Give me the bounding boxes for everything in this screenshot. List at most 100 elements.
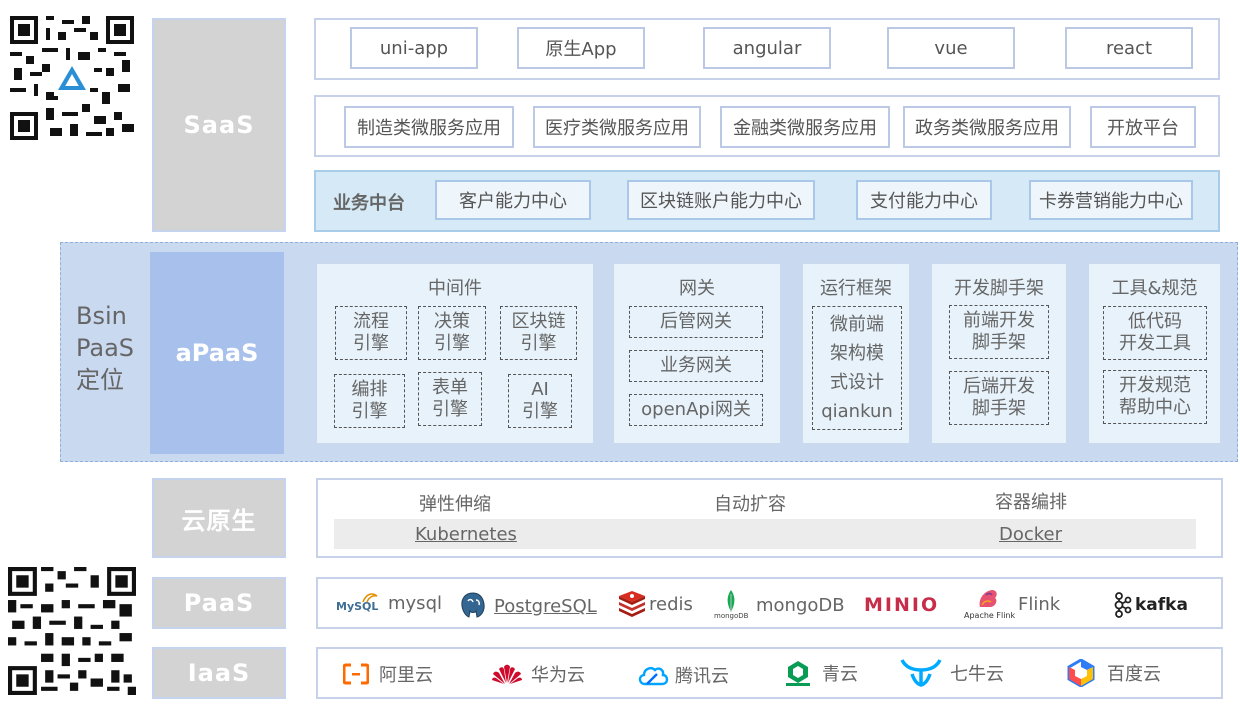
- orchestration-engine-l1: 编排: [351, 379, 388, 400]
- process-engine: 流程引擎: [335, 306, 407, 360]
- auto-scale-out-label: 自动扩容: [714, 494, 786, 515]
- qr-code-bottom: [8, 567, 136, 695]
- low-code-tools-l2: 开发工具: [1119, 333, 1191, 354]
- tools-title: 工具&规范: [1111, 278, 1198, 299]
- redis-logo-icon: [619, 591, 645, 617]
- frontend-scaffold-l2: 脚手架: [972, 332, 1026, 353]
- mongodb-name: mongoDB: [756, 594, 845, 616]
- middle-blockchain-account-center: 区块链账户能力中心: [627, 180, 815, 220]
- blockchain-engine-l1: 区块链: [511, 311, 566, 332]
- bsin-paas-position-label: Bsin PaaS 定位: [76, 300, 134, 396]
- dev-spec-help: 开发规范帮助中心: [1103, 370, 1207, 424]
- runtime-line-2: 架构模: [830, 343, 884, 364]
- frontend-vue: vue: [887, 27, 1015, 69]
- ai-engine-l1: AI: [531, 379, 549, 400]
- app-manufacturing: 制造类微服务应用: [344, 106, 514, 148]
- backend-scaffold-l1: 后端开发: [963, 376, 1035, 397]
- middle-coupon-center: 卡券营销能力中心: [1029, 180, 1193, 220]
- mongodb-leaf-icon: mongoDB: [714, 590, 750, 620]
- app-finance: 金融类微服务应用: [720, 106, 890, 148]
- form-engine: 表单引擎: [418, 372, 482, 426]
- iaas-aliyun: 阿里云: [343, 661, 433, 687]
- iaas-qingcloud: 青云: [786, 660, 858, 686]
- form-engine-l2: 引擎: [432, 399, 468, 420]
- frontend-scaffold-l1: 前端开发: [963, 310, 1035, 331]
- paas-kafka: kafka: [1112, 592, 1188, 618]
- blockchain-engine-l2: 引擎: [520, 333, 557, 354]
- postgresql-elephant-icon: [461, 592, 485, 618]
- paas-minio: MINIO: [864, 594, 939, 616]
- ai-engine-l2: 引擎: [522, 401, 558, 422]
- mysql-logo-text: MySQL: [336, 600, 379, 613]
- runtime-line-1: 微前端: [830, 314, 884, 335]
- paas-mongodb: mongoDB mongoDB: [714, 590, 845, 620]
- blockchain-engine: 区块链引擎: [500, 306, 577, 360]
- backend-scaffold-l2: 脚手架: [972, 398, 1026, 419]
- runtime-title: 运行框架: [820, 278, 892, 299]
- app-government: 政务类微服务应用: [903, 106, 1071, 148]
- decision-engine: 决策引擎: [418, 306, 486, 360]
- iaas-layer-label: IaaS: [152, 647, 286, 699]
- mysql-name: mysql: [388, 592, 442, 614]
- process-engine-l2: 引擎: [353, 333, 389, 354]
- paas-postgresql: PostgreSQL: [458, 591, 597, 621]
- middleware-title: 中间件: [428, 278, 482, 299]
- app-medical: 医疗类微服务应用: [533, 106, 701, 148]
- middle-payment-center: 支付能力中心: [856, 180, 992, 220]
- app-open-platform: 开放平台: [1090, 106, 1196, 148]
- process-engine-l1: 流程: [353, 311, 389, 332]
- paas-mysql: MySQL mysql: [336, 590, 442, 616]
- kubernetes-label: Kubernetes: [415, 524, 517, 545]
- frontend-uni-app: uni-app: [350, 27, 478, 69]
- apaas-layer-label: aPaaS: [150, 252, 284, 454]
- dev-spec-help-l2: 帮助中心: [1119, 397, 1191, 418]
- backend-scaffold: 后端开发脚手架: [949, 371, 1049, 425]
- orchestration-engine-l2: 引擎: [351, 401, 388, 422]
- dev-spec-help-l1: 开发规范: [1119, 375, 1191, 396]
- paas-layer-label: PaaS: [152, 577, 286, 629]
- paas-flink: Apache Flink Flink: [964, 587, 1060, 621]
- cloud-native-tech-bar: [334, 519, 1196, 549]
- iaas-qiniu: 七牛云: [900, 658, 1004, 688]
- redis-name: redis: [649, 593, 693, 615]
- elastic-scaling-label: 弹性伸缩: [419, 494, 491, 515]
- container-orchestration-label: 容器编排: [995, 492, 1067, 513]
- postgresql-name: PostgreSQL: [494, 595, 597, 617]
- frontend-scaffold: 前端开发脚手架: [949, 305, 1049, 359]
- iaas-baidu: 百度云: [1067, 659, 1161, 687]
- form-engine-l1: 表单: [432, 377, 468, 398]
- qiniu-name: 七牛云: [950, 664, 1004, 685]
- flink-name: Flink: [1018, 593, 1061, 615]
- flink-logo-text: Apache Flink: [964, 611, 1016, 620]
- baidu-name: 百度云: [1107, 664, 1161, 685]
- iaas-huawei: 华为云: [491, 661, 585, 687]
- kafka-logo-icon: [1114, 592, 1132, 618]
- bsin-label-line1: Bsin: [76, 302, 127, 330]
- iaas-tencent: 腾讯云: [637, 662, 729, 688]
- qr-code-top: [10, 16, 134, 140]
- baidu-cloud-icon: [1067, 659, 1095, 687]
- flink-squirrel-icon: Apache Flink: [964, 587, 1016, 621]
- mysql-logo-icon: MySQL: [336, 590, 382, 616]
- qingcloud-logo-icon: [786, 661, 810, 686]
- tencent-name: 腾讯云: [675, 666, 729, 687]
- huawei-logo-icon: [492, 664, 522, 684]
- decision-engine-l1: 决策: [434, 311, 470, 332]
- middle-customer-center: 客户能力中心: [435, 180, 591, 220]
- kafka-name: kafka: [1135, 595, 1188, 615]
- micro-frontend-box: 微前端 架构模 式设计 qiankun: [812, 306, 902, 430]
- frontend-react: react: [1065, 27, 1193, 69]
- openapi-gateway: openApi网关: [629, 394, 763, 426]
- frontend-native-app: 原生App: [517, 27, 645, 69]
- low-code-tools: 低代码开发工具: [1103, 306, 1207, 360]
- huawei-name: 华为云: [531, 665, 585, 686]
- scaffold-title: 开发脚手架: [954, 278, 1044, 299]
- qingcloud-name: 青云: [822, 664, 858, 685]
- decision-engine-l2: 引擎: [434, 333, 470, 354]
- frontend-angular: angular: [703, 27, 831, 69]
- docker-label: Docker: [999, 524, 1063, 545]
- runtime-line-3: 式设计: [830, 372, 884, 393]
- runtime-line-4: qiankun: [821, 401, 893, 422]
- admin-gateway: 后管网关: [629, 306, 763, 338]
